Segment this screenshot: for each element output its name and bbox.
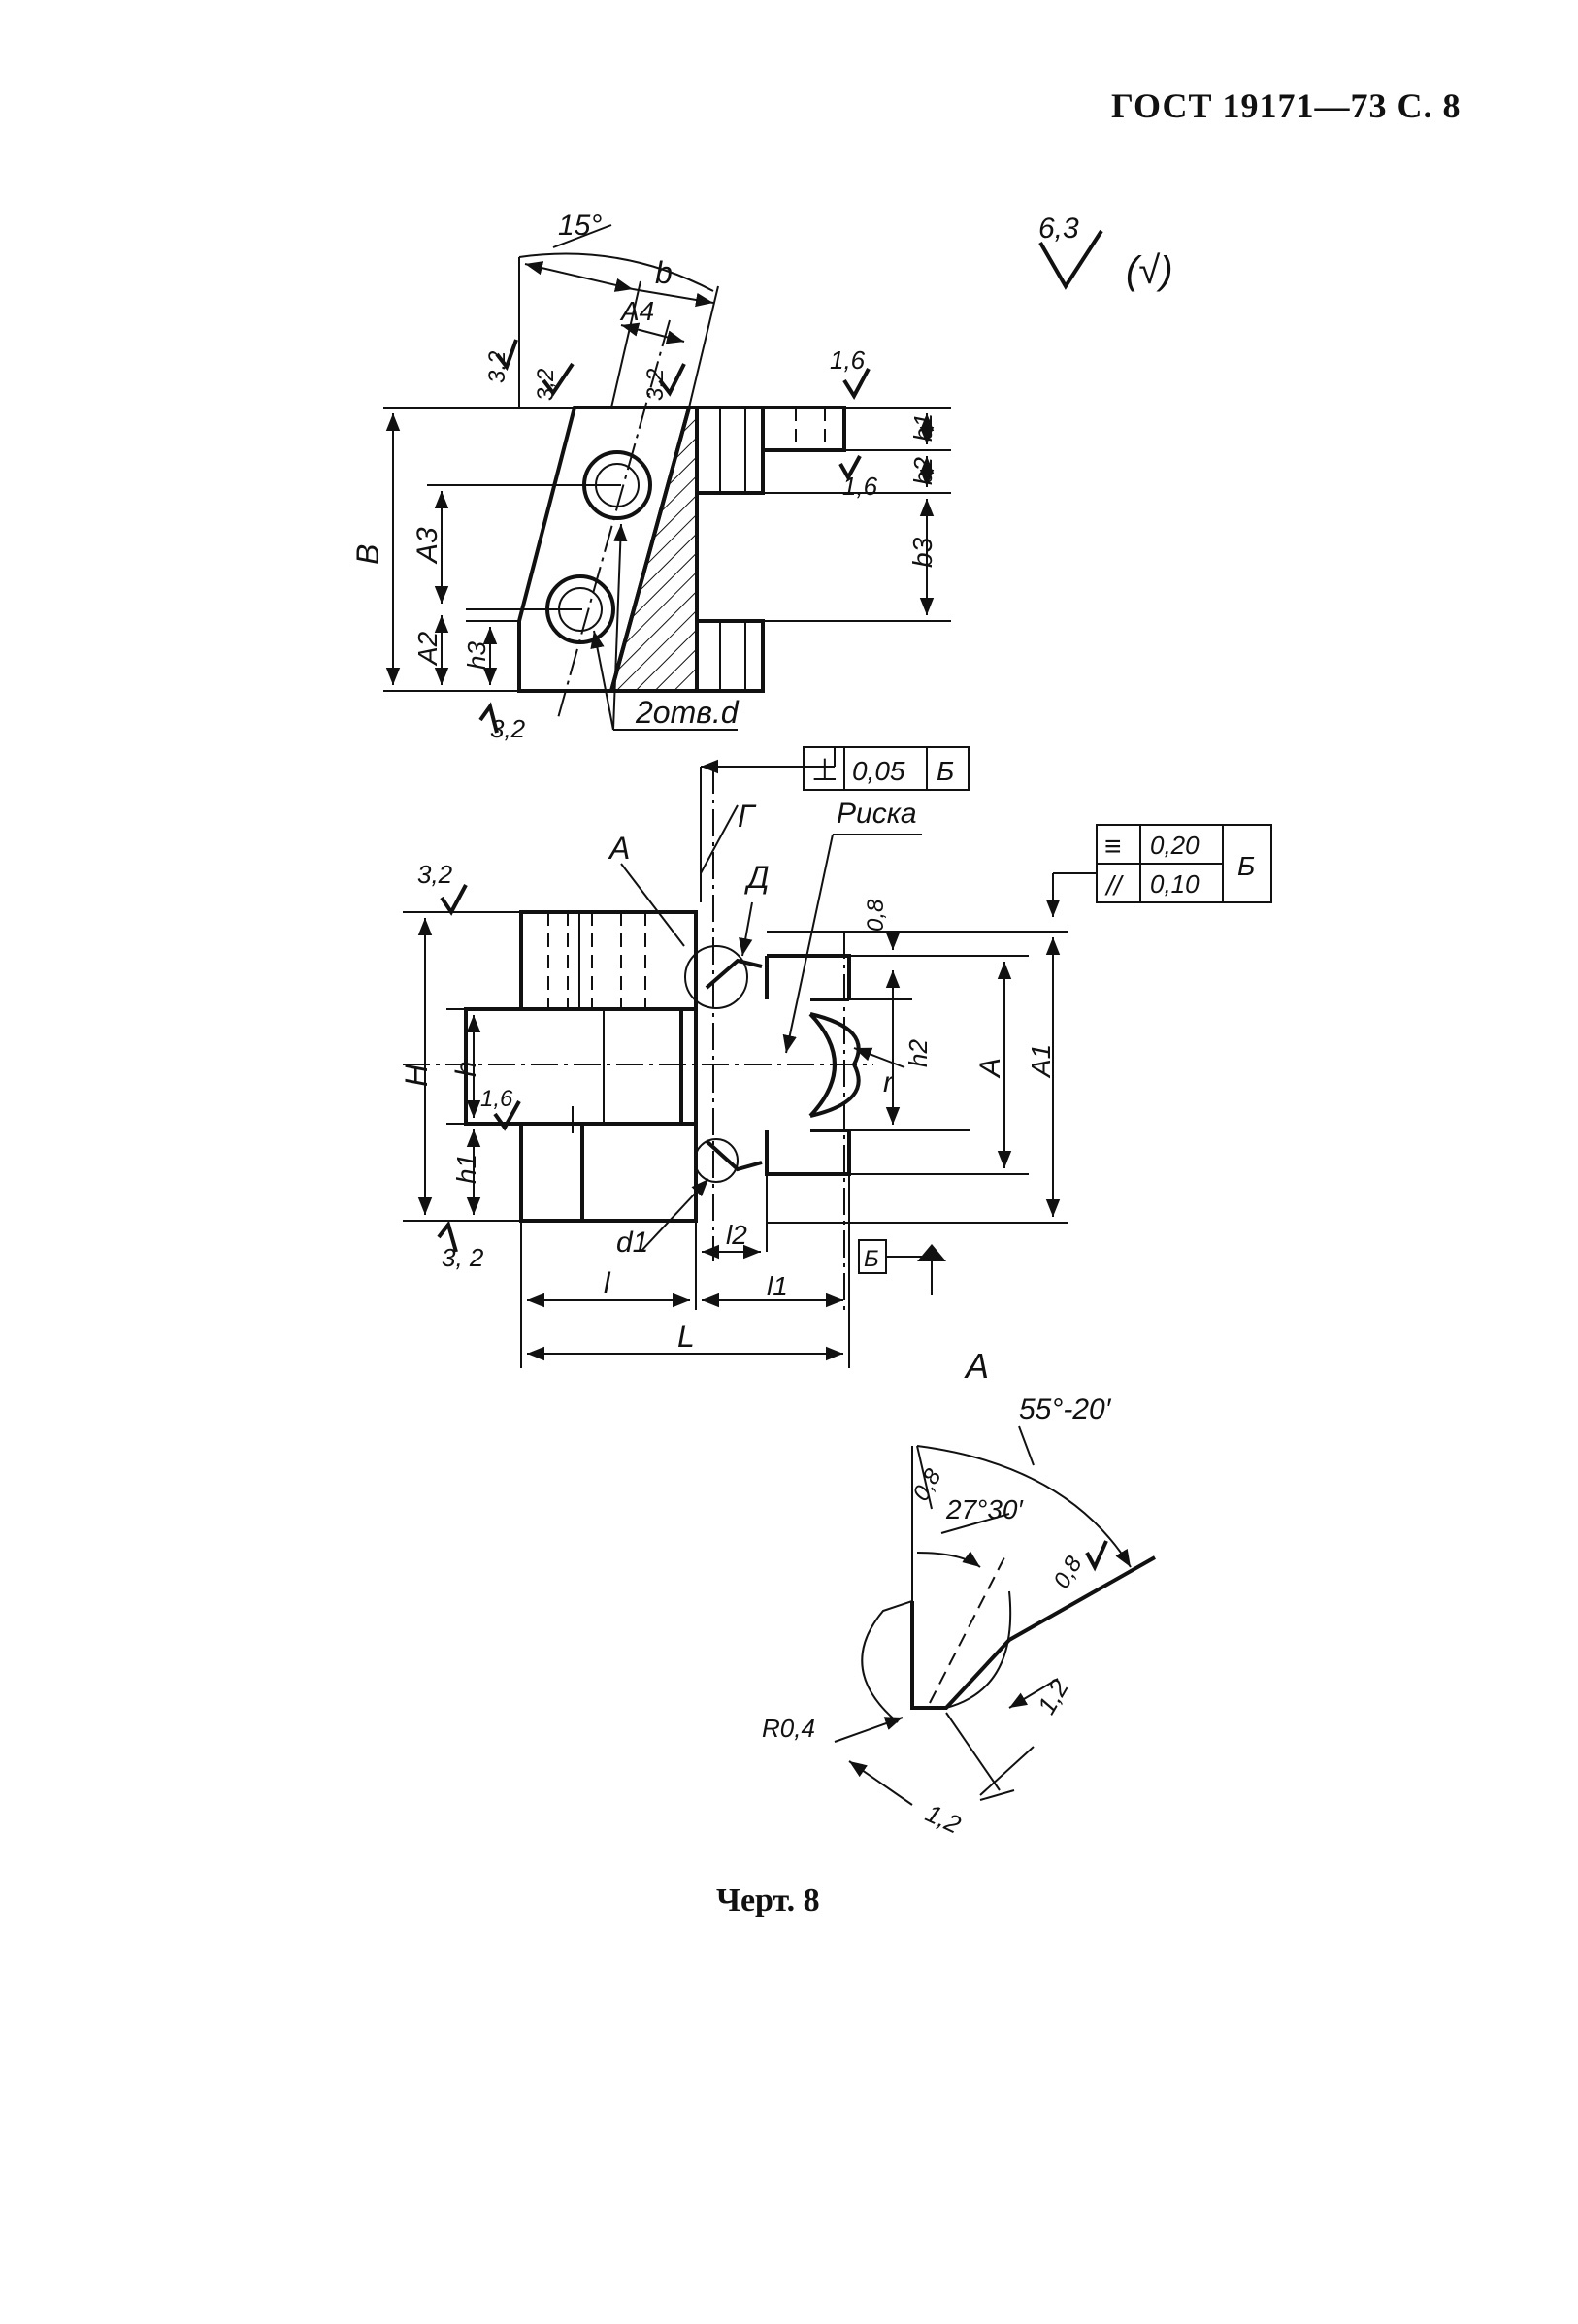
front-r08-label: 0,8 xyxy=(863,899,889,932)
detail-title: A xyxy=(964,1346,989,1386)
front-roughness-top: 3,2 xyxy=(417,860,453,889)
parallelism-value: 0,10 xyxy=(1150,869,1200,899)
front-l2-label: l2 xyxy=(726,1220,747,1250)
detail-a-circle xyxy=(684,945,748,1009)
top-holes-label: 2отв.d xyxy=(635,695,740,730)
top-roughness-1: 3,2 xyxy=(484,351,510,383)
drawing-caption: Черт. 8 xyxy=(716,1882,820,1918)
top-roughness-6: 3,2 xyxy=(490,714,526,743)
top-a4-label: A4 xyxy=(619,296,654,326)
front-G-label: Г xyxy=(738,799,757,834)
top-B-label: B xyxy=(350,544,385,565)
symmetry-parallelism-frame: ≡ 0,20 // 0,10 Б xyxy=(1096,824,1272,903)
detail-a-view: A 55°-20′ 27°30′ 0,8 0,8 R0,4 1,2 1,2 xyxy=(762,1346,1156,1840)
top-roughness-5: 1,6 xyxy=(842,472,878,501)
detail-dim1-label: 1,2 xyxy=(1032,1674,1074,1719)
front-D-label: Д xyxy=(744,860,770,895)
top-roughness-3: 3,2 xyxy=(642,369,669,401)
front-h1-label: h1 xyxy=(451,1154,481,1184)
detail-radius-label: R0,4 xyxy=(762,1714,815,1743)
symmetry-value: 0,20 xyxy=(1150,831,1200,860)
general-roughness-note: (√) xyxy=(1126,249,1173,292)
front-l1-label: l1 xyxy=(767,1271,788,1301)
parallelism-symbol: // xyxy=(1104,870,1125,900)
front-A-marker-label: А xyxy=(608,831,630,866)
front-l-label: l xyxy=(604,1267,611,1299)
detail-roughness-1: 0,8 xyxy=(907,1464,946,1506)
front-h2-label: h2 xyxy=(904,1039,933,1067)
top-a2-label: A2 xyxy=(412,631,443,667)
front-r-label: r xyxy=(883,1066,894,1098)
top-h3-label: h3 xyxy=(462,641,491,670)
detail-angle-label: 55°-20′ xyxy=(1019,1393,1112,1425)
front-h-label: h xyxy=(450,1061,482,1077)
general-roughness-mark: 6,3 (√) xyxy=(1038,213,1173,292)
detail-roughness-2: 0,8 xyxy=(1048,1552,1087,1593)
top-roughness-2: 3,2 xyxy=(533,369,559,401)
general-roughness-value: 6,3 xyxy=(1038,213,1079,245)
top-b3-label: b3 xyxy=(907,537,937,568)
front-view xyxy=(403,747,1097,1368)
perpendicularity-base: Б xyxy=(937,756,954,786)
front-roughness-bottom: 3, 2 xyxy=(442,1243,484,1272)
page-header: ГОСТ 19171—73 С. 8 xyxy=(1111,86,1462,125)
front-d1-label: d1 xyxy=(616,1227,648,1259)
perpendicularity-value: 0,05 xyxy=(852,756,905,786)
top-view: 15° b A4 B A3 A2 h3 b1 b2 b3 2отв.d 3,2 … xyxy=(350,210,951,743)
front-A-label: A xyxy=(974,1058,1006,1079)
perpendicularity-symbol: ⊥ xyxy=(811,752,838,787)
symmetry-symbol: ≡ xyxy=(1104,831,1122,863)
symmetry-base: Б xyxy=(1237,851,1255,881)
front-H-label: H xyxy=(399,1064,434,1087)
front-A1-label: A1 xyxy=(1026,1044,1056,1079)
top-a3-label: A3 xyxy=(411,527,444,565)
top-b1-label: b1 xyxy=(908,413,937,442)
detail-dim2-label: 1,2 xyxy=(921,1798,966,1840)
detail-half-angle-label: 27°30′ xyxy=(945,1494,1024,1524)
datum-base-label: Б xyxy=(864,1246,879,1272)
datum-base-marker: Б xyxy=(858,1239,922,1274)
front-roughness-mid: 1,6 xyxy=(480,1086,513,1112)
perpendicularity-tolerance-frame: ⊥ 0,05 Б xyxy=(803,746,970,791)
top-roughness-4: 1,6 xyxy=(830,345,866,375)
top-view-section-hatch xyxy=(608,406,699,693)
front-risk-label: Риска xyxy=(837,798,917,830)
top-b2-label: b2 xyxy=(908,457,937,485)
front-L-label: L xyxy=(677,1319,695,1354)
top-angle-label: 15° xyxy=(558,210,602,242)
top-b-label: b xyxy=(655,255,673,290)
